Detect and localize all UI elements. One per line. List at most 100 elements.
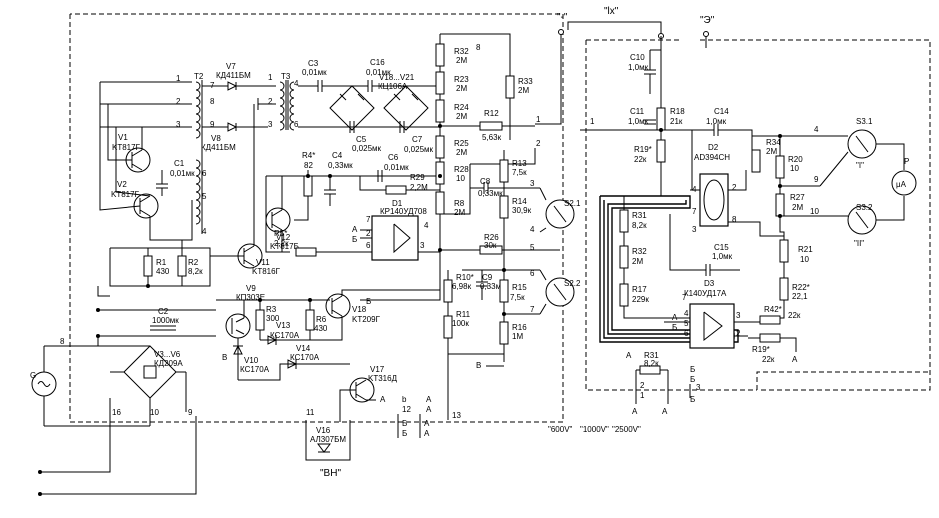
svg-text:430: 430 <box>314 324 328 333</box>
svg-text:А: А <box>424 419 430 428</box>
svg-text:C6: C6 <box>388 153 399 162</box>
svg-text:7: 7 <box>530 305 535 314</box>
transformer-t3: T3 1 2 3 6 4 <box>257 72 440 131</box>
svg-text:4: 4 <box>424 221 429 230</box>
svg-text:2: 2 <box>366 229 371 238</box>
svg-text:0,01мк: 0,01мк <box>170 169 195 178</box>
svg-text:C2: C2 <box>158 307 169 316</box>
svg-text:R24: R24 <box>454 103 469 112</box>
svg-text:КС170А: КС170А <box>290 353 320 362</box>
svg-text:C5: C5 <box>356 135 367 144</box>
svg-text:C14: C14 <box>714 107 729 116</box>
svg-text:3: 3 <box>268 120 273 129</box>
svg-text:Б: Б <box>402 429 407 438</box>
zener-v10: V10 КС170А В <box>222 338 270 380</box>
svg-text:R17: R17 <box>632 285 647 294</box>
svg-text:S3.2: S3.2 <box>856 203 873 212</box>
svg-text:V13: V13 <box>276 321 291 330</box>
svg-text:R14: R14 <box>512 197 527 206</box>
svg-text:КД411БМ: КД411БМ <box>201 143 236 152</box>
svg-text:KT209Г: KT209Г <box>352 315 381 324</box>
svg-text:R22*: R22* <box>792 283 810 292</box>
svg-text:R33: R33 <box>518 77 533 86</box>
svg-text:А: А <box>672 313 678 322</box>
resistor-r26: R26 30к <box>479 233 503 255</box>
svg-text:5: 5 <box>530 243 535 252</box>
svg-text:KT817Г: KT817Г <box>112 143 141 152</box>
svg-text:21к: 21к <box>670 117 683 126</box>
svg-text:KT816Г: KT816Г <box>252 267 281 276</box>
svg-text:2,2М: 2,2М <box>410 183 428 192</box>
svg-text:3: 3 <box>736 311 741 320</box>
svg-text:А: А <box>380 395 386 404</box>
svg-text:5: 5 <box>202 192 207 201</box>
svg-text:6,98к: 6,98к <box>452 282 472 291</box>
svg-text:μA: μA <box>896 180 907 189</box>
resistor-r40: R33 2М <box>505 75 533 99</box>
resistor-r32: R31 8,2к <box>619 209 647 233</box>
svg-text:2: 2 <box>732 183 737 192</box>
transistor-v18: V18 KT209Г <box>325 293 381 324</box>
terminal-label-u: "-" <box>557 12 568 23</box>
svg-text:R15: R15 <box>512 283 527 292</box>
svg-text:R42*: R42* <box>764 305 782 314</box>
svg-text:2М: 2М <box>766 147 777 156</box>
svg-text:А: А <box>424 429 430 438</box>
svg-text:3: 3 <box>530 179 535 188</box>
ic-d2: D2 АD394СН 4 3 2 8 7 <box>692 143 737 234</box>
switch-s3-2: S3.2 "II" <box>847 203 877 248</box>
svg-text:430: 430 <box>156 267 170 276</box>
svg-text:R29: R29 <box>410 173 425 182</box>
svg-text:6: 6 <box>202 169 207 178</box>
resistor-r15: R16 1М <box>499 321 527 345</box>
svg-text:"I": "I" <box>856 161 864 170</box>
svg-text:1: 1 <box>640 391 645 400</box>
svg-text:2М: 2М <box>456 56 467 65</box>
svg-text:S2.1: S2.1 <box>564 199 581 208</box>
svg-text:R21: R21 <box>798 245 813 254</box>
resistor-r8: R8 2М <box>435 191 465 217</box>
svg-text:4: 4 <box>202 227 207 236</box>
capacitor-c10: C10 1,0мк <box>628 53 656 75</box>
resistor-r16: R17 229к <box>619 283 649 307</box>
capacitor-c2: C2 1000мк <box>150 307 179 331</box>
svg-text:R18: R18 <box>670 107 685 116</box>
resistor-r2: R2 8,2к <box>177 255 203 277</box>
svg-text:А: А <box>632 407 638 416</box>
capacitor-c6: C6 0,01мк <box>377 153 409 182</box>
svg-text:9: 9 <box>188 408 193 417</box>
svg-text:0,01мк: 0,01мк <box>302 68 327 77</box>
svg-text:4: 4 <box>814 125 819 134</box>
resistor-r24: R24 2М <box>435 99 469 123</box>
svg-text:2М: 2М <box>456 148 467 157</box>
svg-text:10: 10 <box>790 164 799 173</box>
svg-text:C15: C15 <box>714 243 729 252</box>
svg-text:8,2к: 8,2к <box>644 359 659 368</box>
resistor-r21: R21 10 <box>779 239 813 264</box>
svg-text:300: 300 <box>266 314 280 323</box>
terminal-label-lx: "lx" <box>604 6 619 17</box>
svg-text:R32: R32 <box>454 47 469 56</box>
svg-text:V11: V11 <box>256 258 270 267</box>
resistor-r27: R28 10 <box>435 161 469 185</box>
svg-text:22к: 22к <box>634 155 647 164</box>
svg-text:R12: R12 <box>484 109 499 118</box>
svg-text:C9: C9 <box>482 273 493 282</box>
svg-text:KT817Г: KT817Г <box>111 190 140 199</box>
led-v16: V16 АЛ307БМ "ВН" <box>305 420 351 479</box>
svg-text:Б: Б <box>690 395 695 404</box>
svg-text:2: 2 <box>736 329 741 338</box>
t2-ref: T2 <box>194 72 204 81</box>
transistor-v12: V12 KT817Б <box>265 207 299 251</box>
svg-text:V18...V21: V18...V21 <box>379 73 415 82</box>
svg-text:C16: C16 <box>370 58 385 67</box>
transistor-v2: V2 KT817Г <box>111 180 159 219</box>
svg-text:А: А <box>662 407 668 416</box>
svg-text:4: 4 <box>684 309 689 318</box>
svg-text:T3: T3 <box>281 72 291 81</box>
svg-text:5,63к: 5,63к <box>482 133 502 142</box>
svg-text:V12: V12 <box>276 233 291 242</box>
svg-text:22,1: 22,1 <box>792 292 808 301</box>
svg-text:0,01мк: 0,01мк <box>384 163 409 172</box>
